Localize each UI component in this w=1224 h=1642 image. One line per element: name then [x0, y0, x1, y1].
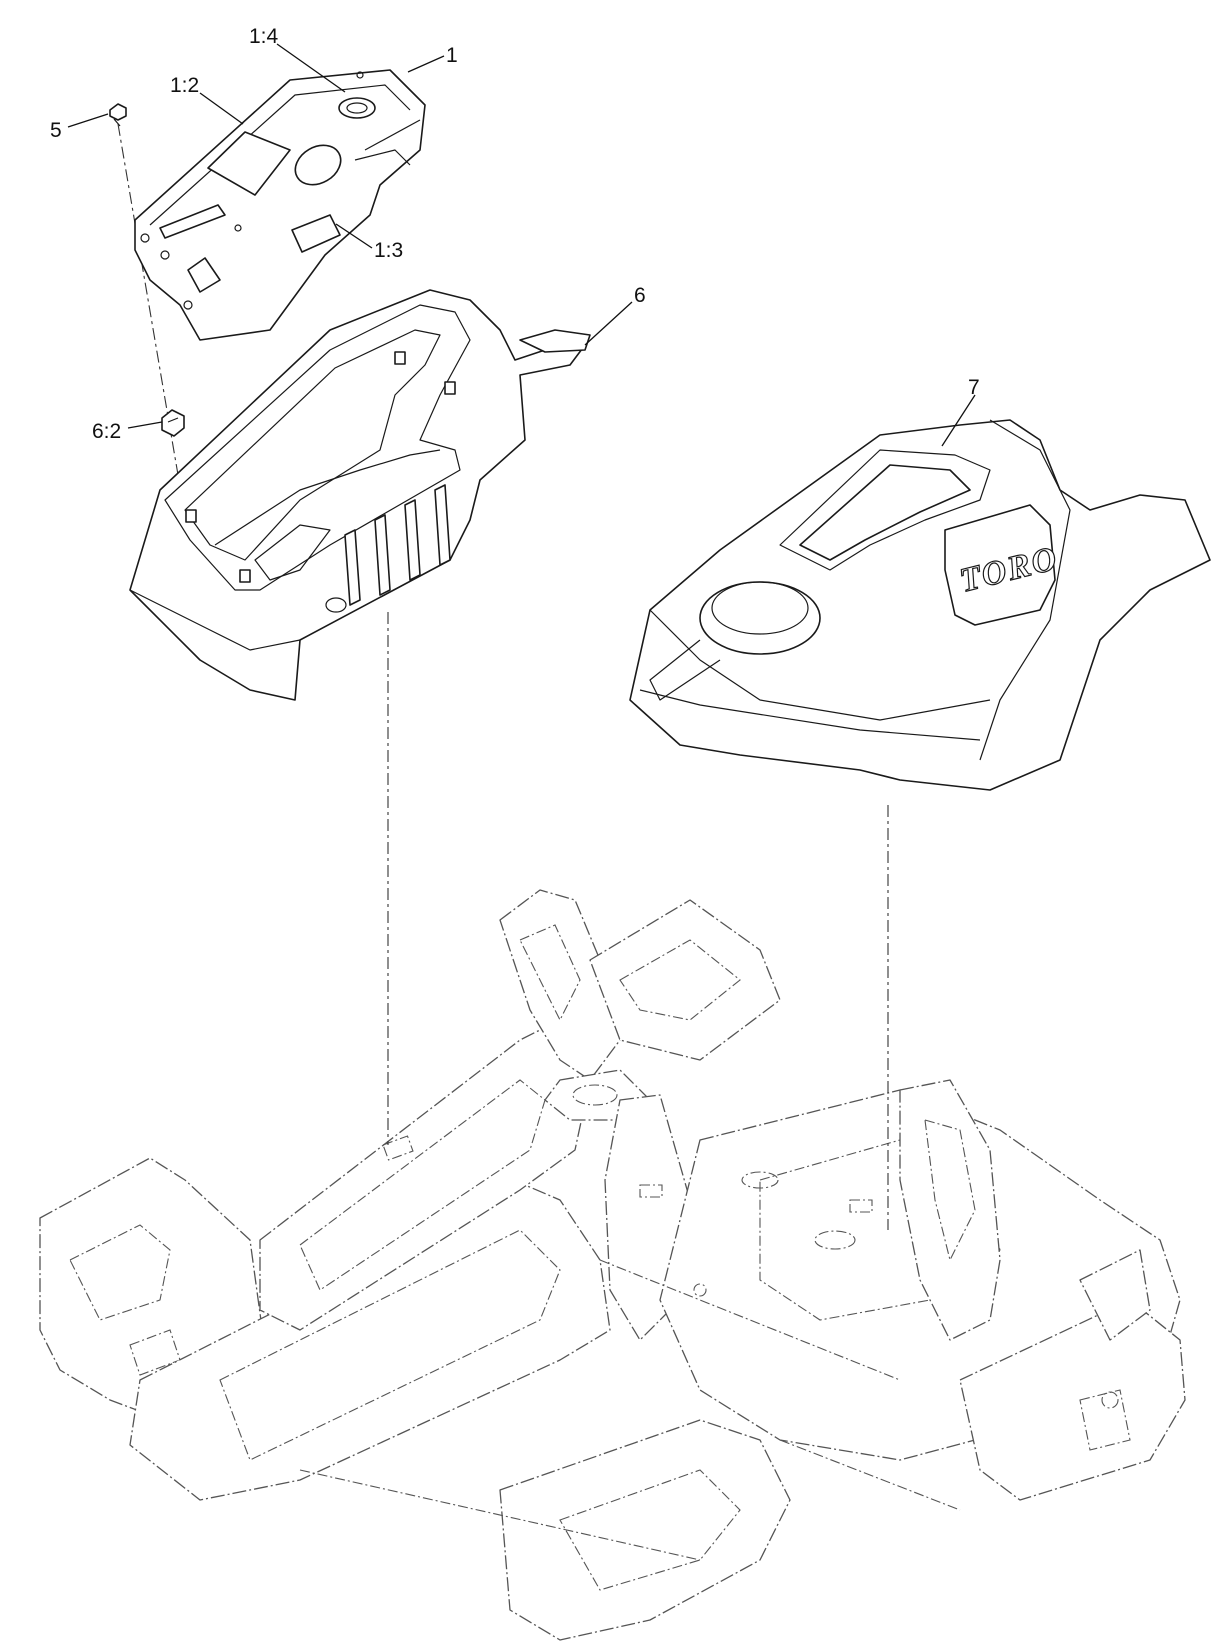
- part-6-console-housing: [129, 289, 591, 701]
- part-1-control-panel: [134, 69, 426, 341]
- panel-decal: [291, 214, 341, 253]
- callout-1-3: 1:3: [374, 239, 403, 262]
- chassis-frame: [39, 889, 1186, 1641]
- callout-leaders: [67, 43, 976, 447]
- callout-5: 5: [50, 119, 62, 142]
- panel-window: [207, 131, 291, 196]
- callout-labels: 1 1:4 1:2 1:3 5 6 6:2 7: [50, 25, 980, 443]
- key-grommet: [338, 97, 376, 119]
- callout-1-2: 1:2: [170, 74, 199, 97]
- part-7-console-cover: TORO: [629, 419, 1211, 791]
- callout-6-2: 6:2: [92, 420, 121, 443]
- callout-6: 6: [634, 284, 646, 307]
- callout-1: 1: [446, 44, 458, 67]
- part-5-bolt: [109, 103, 127, 127]
- part-6-2-clip-nut: [161, 409, 185, 437]
- cup-holder: [699, 581, 821, 655]
- logo-badge: [944, 504, 1056, 626]
- callout-1-4: 1:4: [249, 25, 279, 48]
- callout-7: 7: [968, 376, 980, 399]
